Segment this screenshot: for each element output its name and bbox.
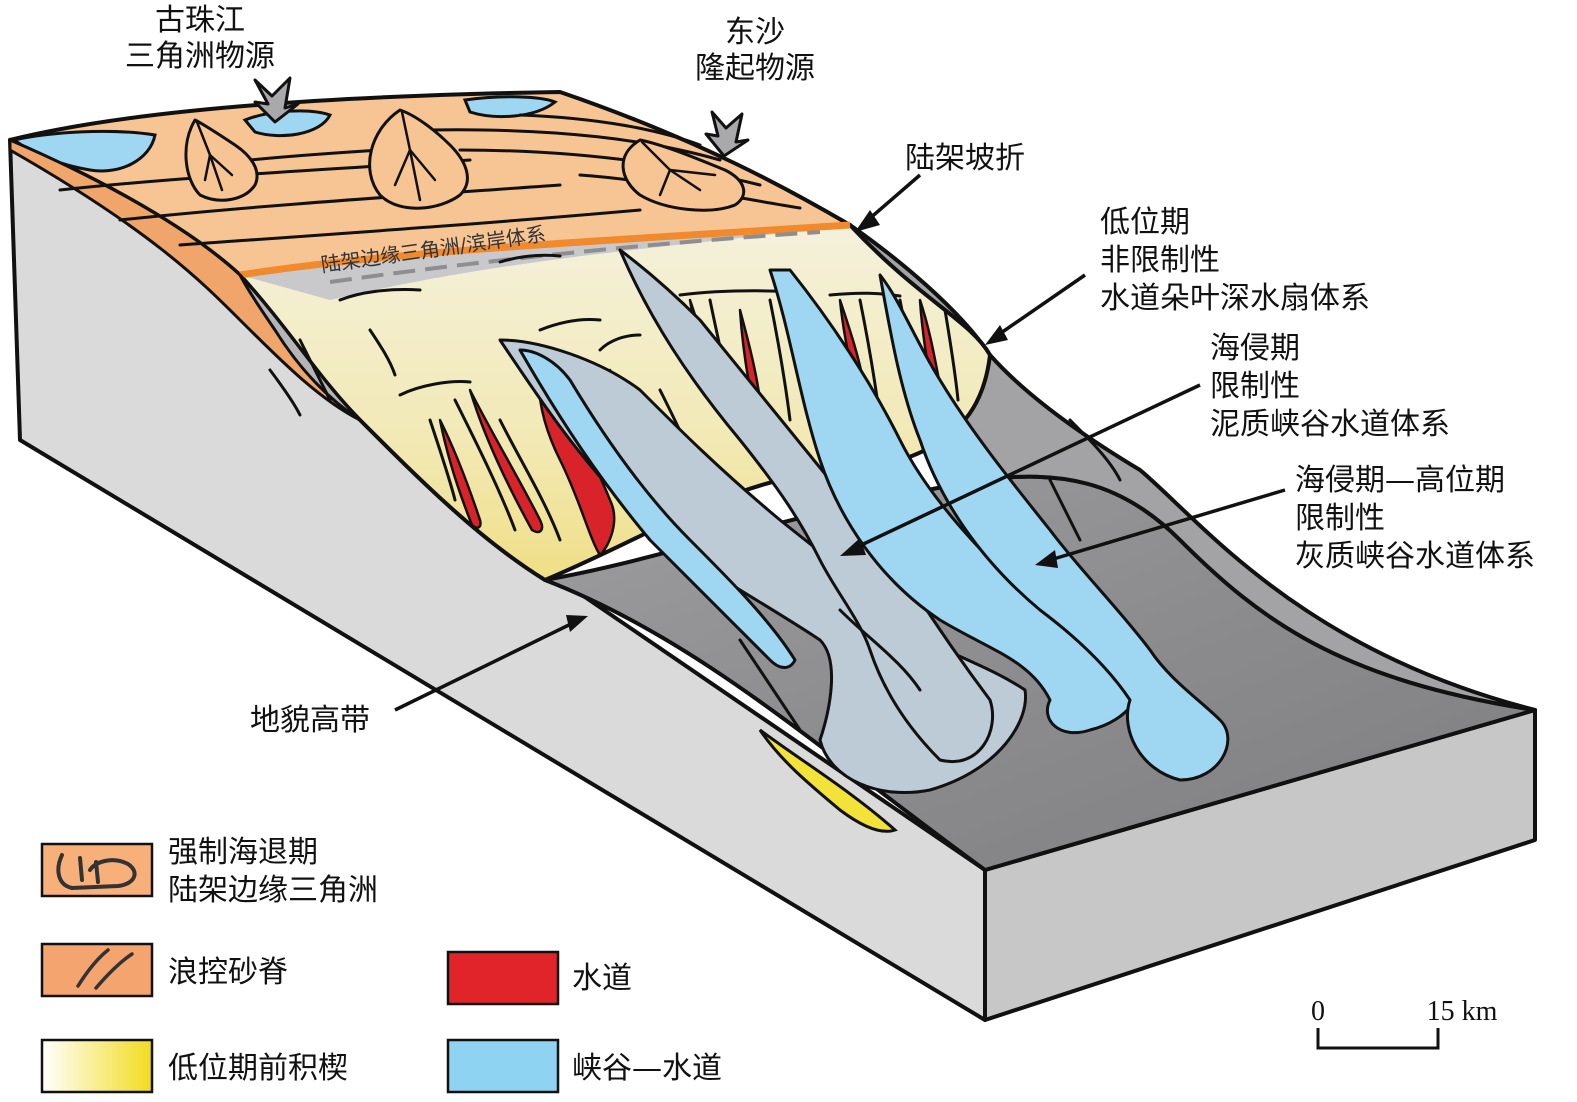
source-arrows — [253, 76, 750, 158]
label-highstand-line1: 海侵期—高位期 — [1295, 463, 1505, 498]
lime-canyon-1 — [768, 268, 1140, 735]
label-transgressive-line2: 限制性 — [1210, 369, 1300, 404]
label-pearl-source-line1: 古珠江 — [155, 3, 245, 38]
label-pearl-source-line2: 三角洲物源 — [125, 39, 275, 74]
dongsha-source-arrow — [704, 110, 750, 158]
lowstand-wedge-toe — [758, 728, 898, 833]
channel — [438, 418, 482, 529]
delta-lobe-icon — [56, 853, 137, 891]
label-topographic-high: 地貌高带 — [250, 703, 370, 738]
labels: 古珠江 三角洲物源 东沙 隆起物源 陆架坡折 陆架边缘三角洲/滨岸体系 低位期 … — [125, 3, 1535, 738]
mud-canyon-2 — [618, 248, 995, 764]
legend-label-delta-line1: 强制海退期 — [168, 835, 318, 870]
legend-item-sand-ridge: 浪控砂脊 — [40, 942, 288, 998]
scale-bar: 0 15 km — [1311, 996, 1498, 1050]
legend-label-sand-ridge: 浪控砂脊 — [168, 955, 288, 990]
legend-item-canyon: 峡谷—水道 — [446, 1038, 722, 1094]
pearl-source-arrow — [253, 76, 300, 124]
delta-distributaries — [195, 110, 717, 202]
legend-swatch-canyon — [446, 1038, 560, 1094]
lime-canyons — [518, 268, 1230, 782]
sand-ridge-icon — [76, 948, 134, 990]
legend-label-channel: 水道 — [572, 961, 632, 996]
legend-swatch-channel — [446, 950, 560, 1006]
label-dongsha-source-line1: 东沙 — [725, 15, 785, 50]
legend-label-canyon: 峡谷—水道 — [572, 1051, 722, 1086]
shelf-margin-dash — [329, 230, 821, 284]
delta-lobe-3 — [621, 138, 746, 212]
shelf-edge-band — [240, 225, 850, 300]
label-lowstand-line3: 水道朵叶深水扇体系 — [1100, 281, 1370, 316]
water-patch-right — [462, 95, 558, 119]
label-lowstand-line1: 低位期 — [1100, 205, 1190, 240]
legend-label-wedge: 低位期前积楔 — [168, 1051, 348, 1086]
shelf-edge-line — [239, 221, 851, 279]
scale-zero: 0 — [1311, 996, 1325, 1027]
lime-canyon-3 — [518, 348, 797, 669]
legend-item-delta: 强制海退期 陆架边缘三角洲 — [40, 835, 378, 908]
legend-item-wedge: 低位期前积楔 — [40, 1038, 348, 1094]
legend-label-delta-line2: 陆架边缘三角洲 — [168, 873, 378, 908]
label-transgressive-line1: 海侵期 — [1210, 331, 1300, 366]
label-highstand-line2: 限制性 — [1295, 501, 1385, 536]
pointer-arrows — [394, 173, 1286, 712]
label-highstand-line3: 灰质峡谷水道体系 — [1295, 539, 1535, 574]
channel — [468, 388, 544, 534]
legend-swatch-wedge — [40, 1038, 154, 1094]
lime-canyon-2 — [878, 273, 1230, 782]
label-transgressive-line3: 泥质峡谷水道体系 — [1210, 407, 1450, 442]
basin-lines — [268, 338, 1122, 732]
legend-item-channel: 水道 — [446, 950, 632, 1006]
scale-max: 15 km — [1427, 996, 1498, 1027]
legend: 强制海退期 陆架边缘三角洲 浪控砂脊 低位期前积楔 水道 峡谷—水道 — [40, 835, 722, 1094]
scale-bar-line — [1316, 1028, 1440, 1050]
label-shelf-break: 陆架坡折 — [905, 141, 1025, 176]
label-dongsha-source-line2: 隆起物源 — [695, 51, 815, 86]
label-lowstand-line2: 非限制性 — [1100, 243, 1220, 278]
left-slope-grey — [238, 273, 362, 422]
